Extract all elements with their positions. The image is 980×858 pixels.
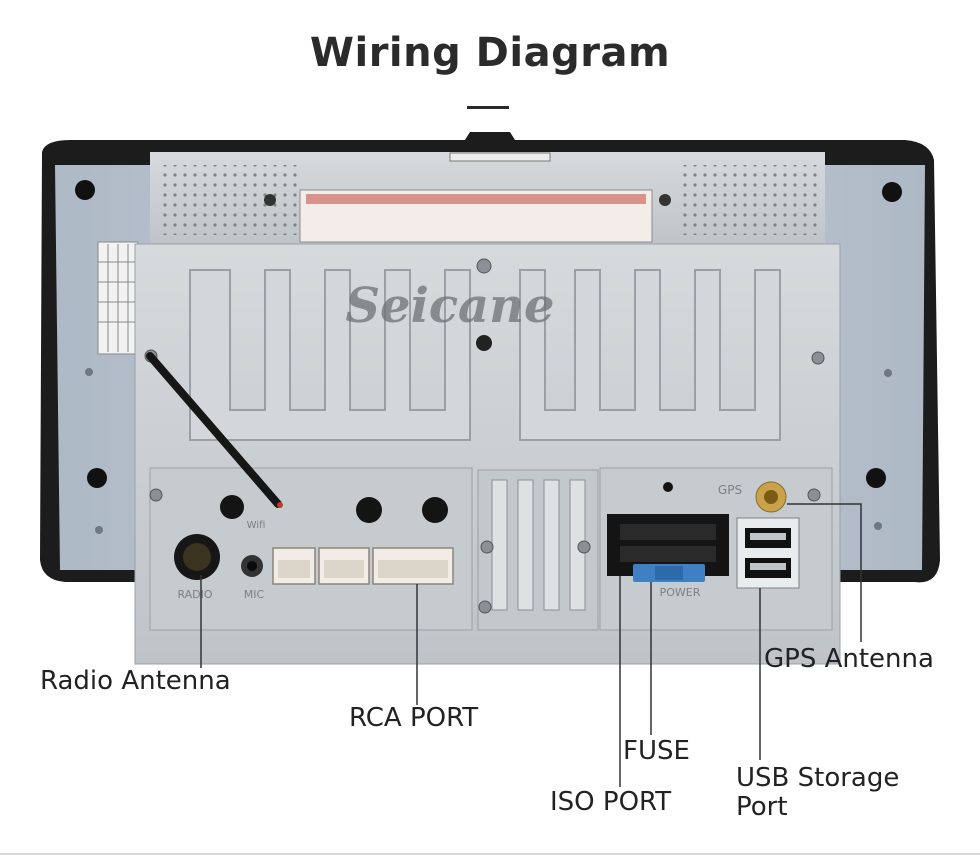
rca-connectors bbox=[272, 547, 454, 585]
callout-usb-storage-line1: USB Storage bbox=[736, 763, 900, 793]
center-vent-panel bbox=[477, 469, 599, 631]
fuse bbox=[633, 564, 705, 582]
panel-label-mic: MIC bbox=[244, 588, 265, 601]
side-sticker bbox=[97, 241, 139, 355]
gps-antenna-connector bbox=[755, 481, 787, 513]
radio-antenna-socket bbox=[174, 534, 220, 580]
callout-gps-antenna: GPS Antenna bbox=[764, 644, 934, 674]
chassis-top bbox=[150, 152, 825, 244]
callout-rca-port: RCA PORT bbox=[349, 703, 479, 733]
panel-label-gps: GPS bbox=[718, 483, 742, 497]
callout-iso-port: ISO PORT bbox=[550, 787, 672, 817]
brand-watermark: Seicane bbox=[345, 278, 554, 334]
panel-label-wifi: Wifi bbox=[247, 520, 266, 531]
page-title: Wiring Diagram bbox=[309, 30, 671, 76]
wifi-antenna-cable bbox=[146, 352, 283, 508]
callout-usb-storage-line2: Port bbox=[736, 792, 788, 822]
title-underline bbox=[467, 106, 509, 109]
panel-label-radio: RADIO bbox=[177, 588, 212, 601]
callout-radio-antenna: Radio Antenna bbox=[40, 666, 231, 696]
panel-label-power: POWER bbox=[660, 586, 701, 599]
usb-storage-ports bbox=[736, 517, 800, 589]
callout-fuse: FUSE bbox=[623, 736, 690, 766]
mic-jack bbox=[241, 555, 263, 577]
bottom-divider bbox=[0, 853, 980, 855]
iso-port-connector bbox=[607, 514, 729, 576]
leader-gps-antenna bbox=[787, 503, 862, 642]
leader-lines bbox=[200, 503, 862, 787]
